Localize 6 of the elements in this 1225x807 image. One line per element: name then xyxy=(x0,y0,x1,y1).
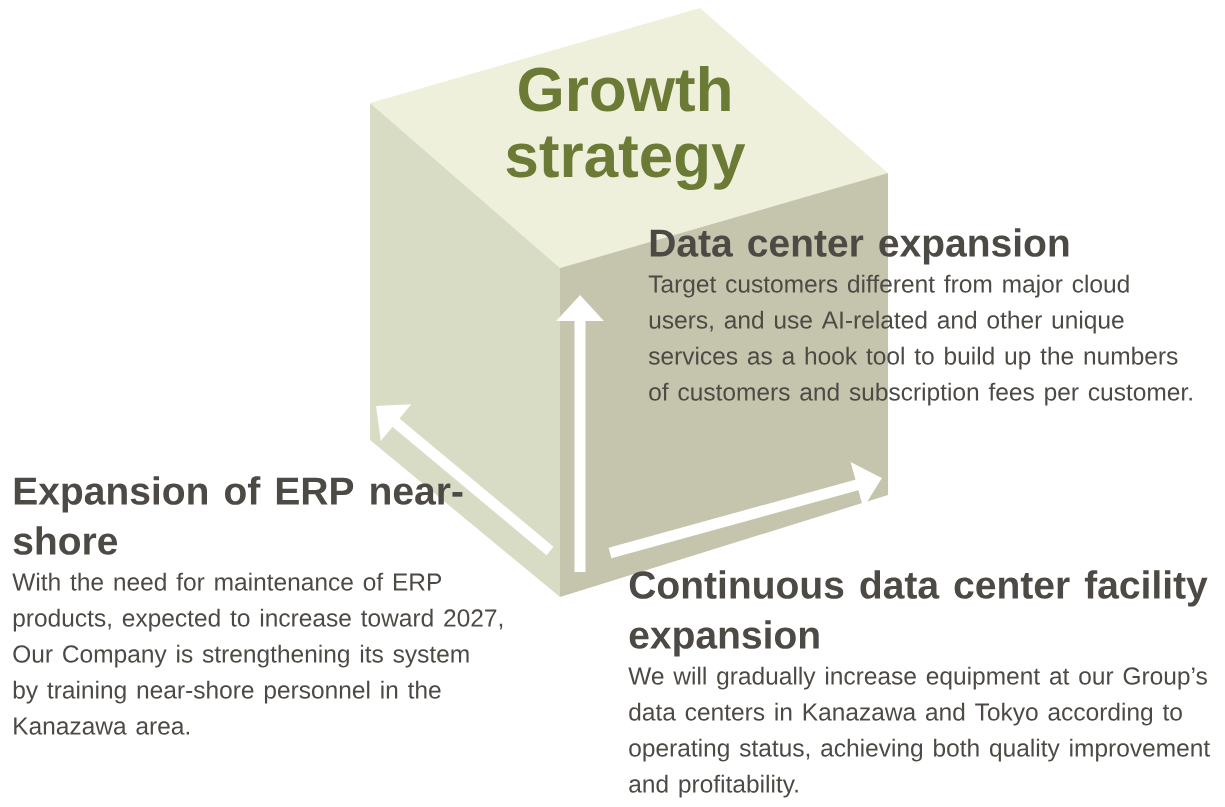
title: Growth strategy xyxy=(506,66,746,191)
heading: Data center expansion xyxy=(650,228,1069,265)
body-text: We will gradually increase equipment at our Group’s data centers in Kanazawa and Tokyo according to operating status, achieving both quality improvement and profitability. xyxy=(628,666,1210,798)
heading: Expansion of ERP near-shore xyxy=(13,476,463,555)
heading: Continuous data center facility expansion xyxy=(629,570,1208,657)
body-text: With the need for maintenance of ERP products, expected to increase toward 2027, Our Company is strengthening its system by training near-shore personnel in the Kanazawa area. xyxy=(12,572,503,735)
